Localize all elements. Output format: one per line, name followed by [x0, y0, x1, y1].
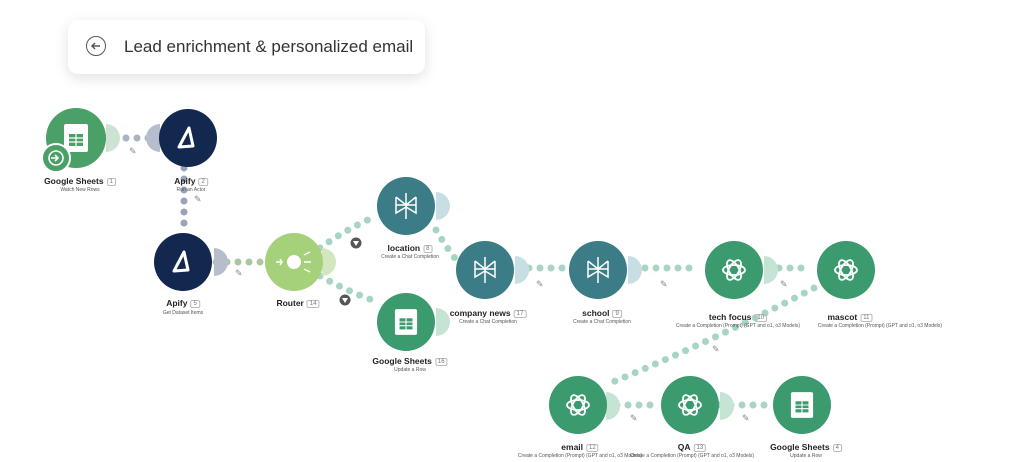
module-action: Create a Chat Completion	[459, 319, 517, 325]
router-icon	[276, 251, 311, 273]
module-action: Create a Completion (Prompt) (GPT and o1…	[629, 453, 755, 459]
module-company-news[interactable]	[456, 241, 514, 299]
module-action: Get Dataset Items	[162, 310, 204, 316]
module-action: Run an Actor	[176, 187, 206, 193]
module-google-sheets-update[interactable]	[377, 293, 435, 351]
apify-icon	[177, 126, 195, 149]
module-action: Watch New Rows	[60, 187, 100, 193]
connection-location-company	[432, 226, 462, 266]
module-school[interactable]	[569, 241, 627, 299]
wrench-icon[interactable]: ✎	[129, 146, 137, 156]
perplexity-icon	[474, 257, 496, 283]
module-apify-run-actor[interactable]	[159, 109, 217, 167]
wrench-icon[interactable]: ✎	[630, 413, 638, 423]
perplexity-icon	[395, 193, 417, 219]
openai-icon	[834, 259, 858, 281]
perplexity-icon	[587, 257, 609, 283]
module-email[interactable]	[549, 376, 607, 434]
module-apify-get-dataset[interactable]	[154, 233, 212, 291]
module-action: Create a Completion (Prompt) (GPT and o1…	[675, 323, 801, 329]
module-action: Create a Chat Completion	[573, 319, 631, 325]
connection-mascot-email	[604, 284, 818, 388]
apify-icon	[172, 250, 190, 273]
wrench-icon[interactable]: ✎	[194, 194, 202, 204]
module-action: Update a Row	[790, 453, 822, 459]
module-action: Create a Chat Completion	[381, 254, 439, 260]
module-mascot[interactable]	[817, 241, 875, 299]
module-tech-focus[interactable]	[705, 241, 763, 299]
connection-router-location	[316, 214, 376, 252]
module-action: Create a Completion (Prompt) (GPT and o1…	[817, 323, 943, 329]
wrench-icon[interactable]: ✎	[536, 279, 544, 289]
wrench-icon[interactable]: ✎	[660, 279, 668, 289]
scenario-title: Lead enrichment & personalized email	[124, 37, 414, 56]
wrench-icon[interactable]: ✎	[712, 344, 720, 354]
module-google-sheets-update-2[interactable]	[773, 376, 831, 434]
module-action: Update a Row	[394, 367, 426, 373]
module-location[interactable]	[377, 177, 435, 235]
module-action: Create a Completion (Prompt) (GPT and o1…	[517, 453, 643, 459]
wrench-icon[interactable]: ✎	[742, 413, 750, 423]
wrench-icon[interactable]: ✎	[780, 279, 788, 289]
arrow-left-icon[interactable]	[86, 36, 106, 56]
google-sheets-icon	[394, 309, 418, 335]
openai-icon	[722, 259, 746, 281]
google-sheets-icon	[790, 392, 814, 418]
google-sheets-icon	[64, 124, 88, 152]
module-qa[interactable]	[661, 376, 719, 434]
module-router[interactable]	[265, 233, 323, 291]
scenario-header	[68, 20, 425, 74]
wrench-icon[interactable]: ✎	[235, 268, 243, 278]
openai-icon	[678, 394, 702, 416]
openai-icon	[566, 394, 590, 416]
connection-router-sheets	[316, 272, 376, 304]
trigger-icon[interactable]	[41, 143, 71, 173]
